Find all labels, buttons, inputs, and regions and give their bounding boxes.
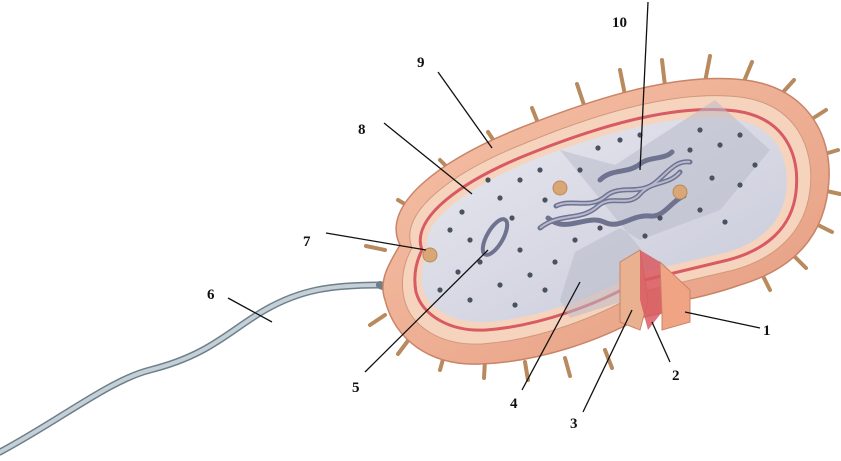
label-4: 4 (510, 396, 518, 412)
label-1: 1 (763, 323, 771, 339)
label-10: 10 (612, 15, 627, 31)
leader-1 (685, 312, 760, 328)
label-7: 7 (303, 234, 311, 250)
label-6: 6 (207, 287, 215, 303)
label-2: 2 (672, 368, 680, 384)
label-8: 8 (358, 122, 366, 138)
label-9: 9 (417, 55, 425, 71)
flagellum (0, 282, 412, 452)
label-3: 3 (570, 416, 578, 432)
label-5: 5 (352, 380, 360, 396)
leader-9 (438, 72, 492, 148)
